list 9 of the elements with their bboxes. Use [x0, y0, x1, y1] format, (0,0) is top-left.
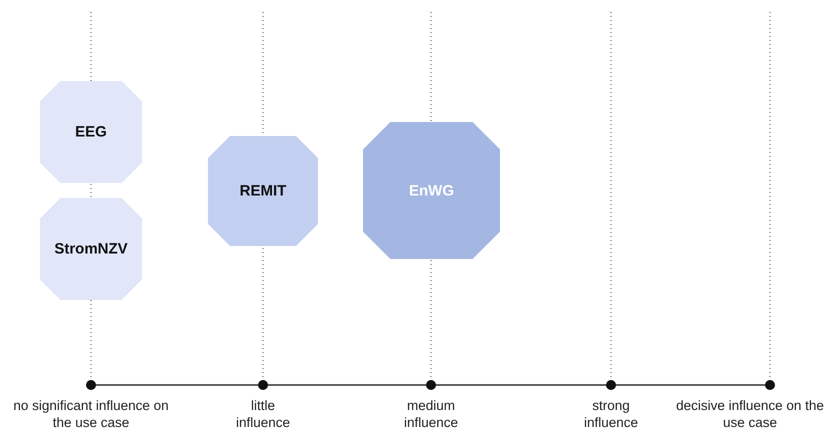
scale-label: strong influence — [582, 397, 640, 431]
node-label: EEG — [74, 124, 108, 140]
node-label: REMIT — [238, 182, 288, 200]
scale-label: little influence — [234, 397, 292, 431]
scale-label: decisive influence on the use case — [675, 397, 825, 431]
node-label: EnWG — [408, 182, 455, 199]
scale-label: medium influence — [402, 397, 460, 431]
node-label: StromNZV — [53, 240, 129, 258]
scale-label: no significant influence on the use case — [12, 397, 170, 431]
